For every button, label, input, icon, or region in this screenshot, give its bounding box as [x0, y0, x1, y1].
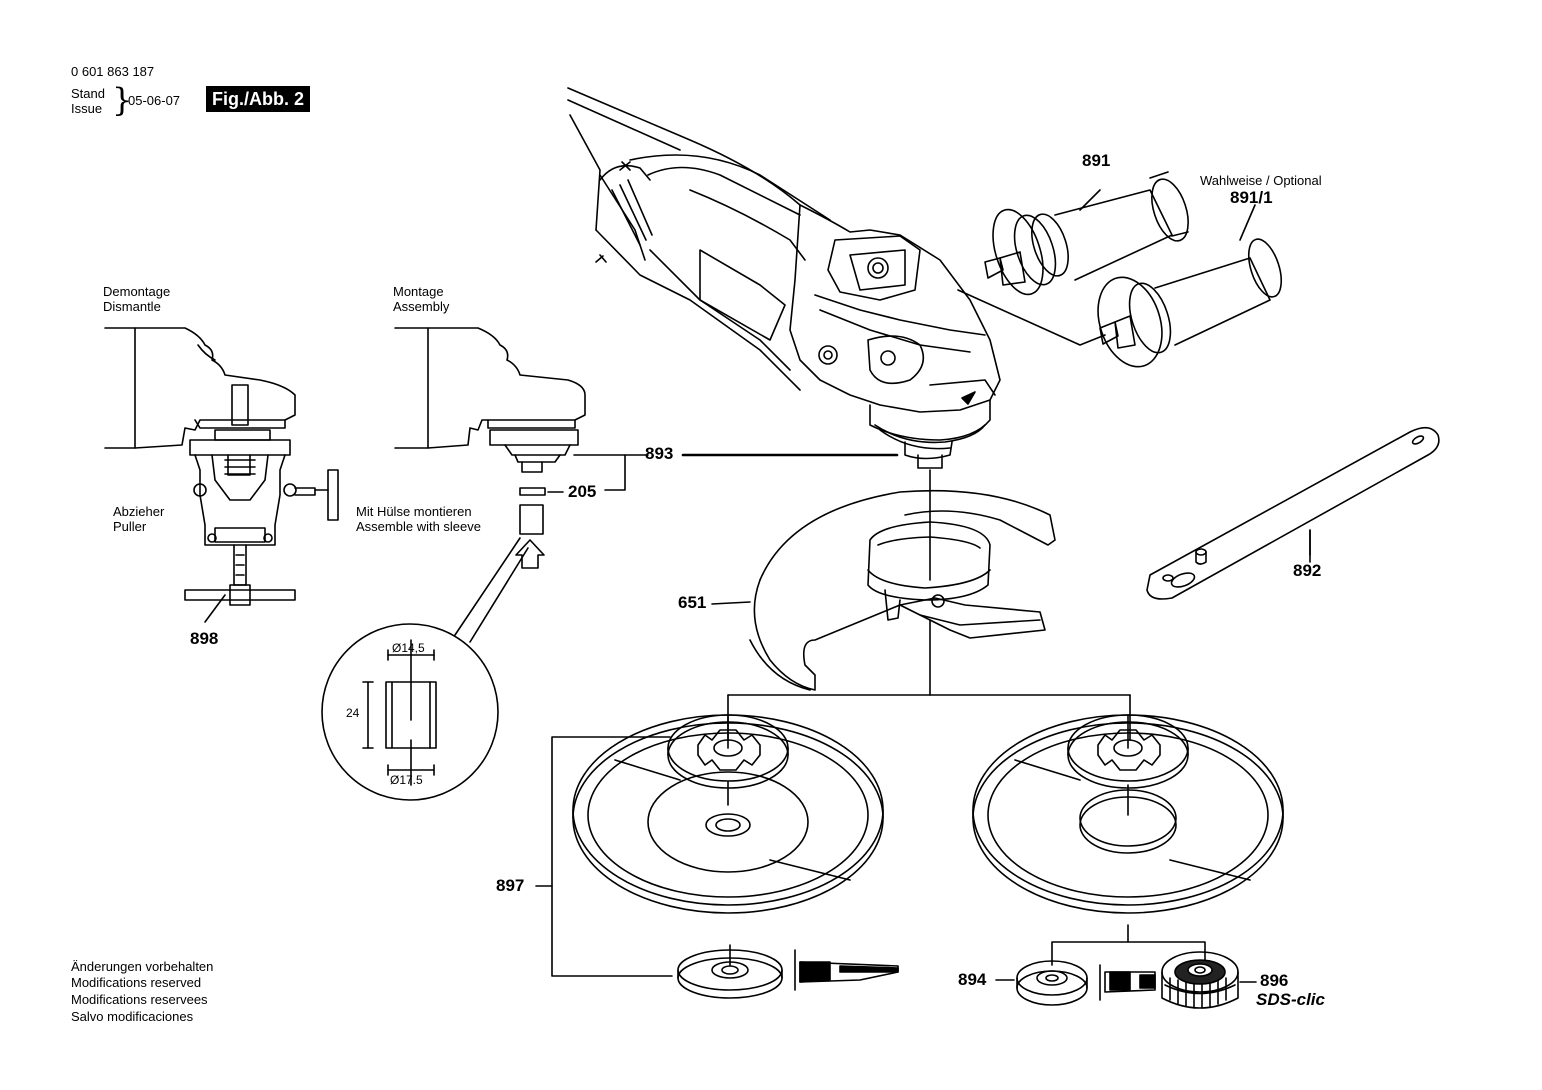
- leader-891: [1079, 189, 1101, 211]
- part-205: 205: [568, 482, 597, 501]
- sds-clic-label: SDS-clic: [1256, 990, 1325, 1009]
- part-892: 892: [1293, 561, 1322, 580]
- footer-line-fr: Modifications reservees: [71, 992, 208, 1007]
- branch-lines: [727, 694, 1131, 741]
- dimension-length: 24: [346, 706, 360, 720]
- puller-label-en: Puller: [113, 519, 147, 534]
- footer-line-en: Modifications reserved: [71, 975, 202, 990]
- dismantle-label-de: Demontage: [103, 284, 171, 299]
- backing-pad-left: [572, 714, 884, 914]
- part-893: 893: [645, 444, 674, 463]
- part-896: 896: [1260, 971, 1289, 990]
- part-891-1: 891/1: [1230, 188, 1273, 207]
- assembly-label-de: Montage: [393, 284, 444, 299]
- sleeve-label-de: Mit Hülse montieren: [356, 504, 472, 519]
- part-897: 897: [496, 876, 525, 895]
- flange-nut-left: [677, 944, 899, 999]
- part-891: 891: [1082, 151, 1111, 170]
- footer-line-es: Salvo modificaciones: [71, 1009, 194, 1024]
- dimension-diameter-bottom: Ø17.5: [390, 773, 423, 787]
- leader-891-1: [1239, 204, 1256, 241]
- quick-nut-896: [1161, 951, 1239, 1009]
- optional-label: Wahlweise / Optional: [1200, 173, 1322, 188]
- brace-icon: }: [112, 81, 133, 119]
- document-number: 0 601 863 187: [71, 64, 155, 79]
- part-898: 898: [190, 629, 219, 648]
- stand-label: Stand: [71, 86, 105, 101]
- puller-label-de: Abzieher: [113, 504, 165, 519]
- dismantle-label-en: Dismantle: [103, 299, 161, 314]
- issue-date: 05-06-07: [128, 93, 181, 108]
- leader-205: [573, 454, 626, 491]
- sleeve-label-en: Assemble with sleeve: [356, 519, 481, 534]
- dimension-diameter-top: Ø14,5: [392, 641, 425, 655]
- part-651: 651: [678, 593, 707, 612]
- figure-label: Fig./Abb. 2: [206, 86, 310, 112]
- part-894: 894: [958, 970, 987, 989]
- flange-nut-894: [1016, 960, 1156, 1006]
- side-handle-891-1: [1097, 238, 1283, 368]
- backing-pad-right: [972, 714, 1284, 966]
- handle-leader: [957, 289, 1106, 346]
- assembly-label-en: Assembly: [393, 299, 450, 314]
- assembly-figure: [394, 327, 586, 569]
- grinder-body: [567, 87, 1001, 469]
- footer-line-de: Änderungen vorbehalten: [71, 959, 214, 974]
- dismantle-figure: [104, 327, 339, 623]
- guard-651: [749, 489, 1056, 691]
- leader-651: [711, 601, 751, 605]
- sleeve-detail-circle: [321, 537, 529, 801]
- issue-label: Issue: [71, 101, 103, 116]
- leader-897: [551, 736, 673, 977]
- side-handle-891: [984, 171, 1189, 296]
